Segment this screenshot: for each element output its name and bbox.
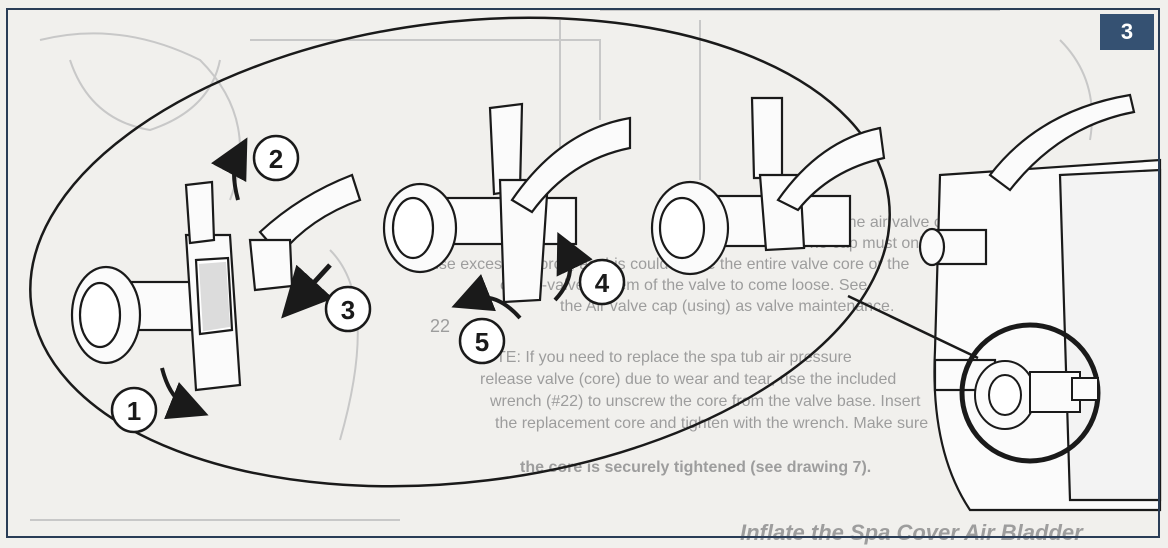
- background-text-block: wrench (#22) to unscrew the core from th…: [490, 391, 920, 412]
- step-number: 5: [475, 327, 489, 357]
- rotation-arrow-step4: [553, 231, 593, 302]
- leader-line: [847, 294, 979, 360]
- background-text-block: the core is securely tightened (see draw…: [520, 457, 871, 478]
- page-number-badge: 3: [1100, 14, 1154, 50]
- step-number: 3: [341, 295, 355, 325]
- valve-final: [650, 96, 886, 276]
- background-text-block: the Air valve cap (using) as valve maint…: [560, 296, 894, 317]
- step-number: 2: [269, 144, 283, 174]
- step-number: 1: [127, 396, 141, 426]
- step-badge-4: 4: [578, 258, 626, 306]
- direction-arrow-step3: [281, 263, 334, 319]
- valve-closeup: [974, 360, 1099, 430]
- rotation-arrow-step1: [160, 367, 209, 420]
- steps-ellipse: [29, 16, 891, 488]
- step-badge-3: 3: [324, 285, 372, 333]
- background-text-line: NOTE: If you need to replace the spa tub…: [472, 349, 852, 366]
- background-heading: Inflate the Spa Cover Air Bladder: [740, 520, 1083, 545]
- background-text-line: the Air valve cap (using) as valve maint…: [560, 298, 895, 315]
- step-badge-2: 2: [252, 134, 300, 182]
- background-text-line: the core is securely tightened (see draw…: [520, 459, 872, 476]
- background-text-block: NOTE: If you need to replace the spa tub…: [472, 347, 852, 368]
- background-text-line: release valve (core) due to wear and tea…: [480, 371, 897, 388]
- background-text-line: the replacement core and tighten with th…: [495, 415, 929, 432]
- step-number: 4: [595, 268, 610, 298]
- valve-step4: [382, 102, 632, 304]
- rotation-arrow-step2: [210, 137, 248, 201]
- background-text-block: release valve (core) due to wear and tea…: [480, 369, 896, 390]
- page-frame: [6, 8, 1160, 538]
- background-text-line: wrench (#22) to unscrew the core from th…: [490, 393, 921, 410]
- valve-step1: [70, 180, 242, 392]
- step-badge-1: 1: [110, 386, 158, 434]
- step-badge-5: 5: [458, 317, 506, 365]
- rotation-arrow-step5: [451, 274, 522, 320]
- background-text-block: the replacement core and tighten with th…: [495, 413, 928, 434]
- part-reference-number: 22: [430, 316, 450, 336]
